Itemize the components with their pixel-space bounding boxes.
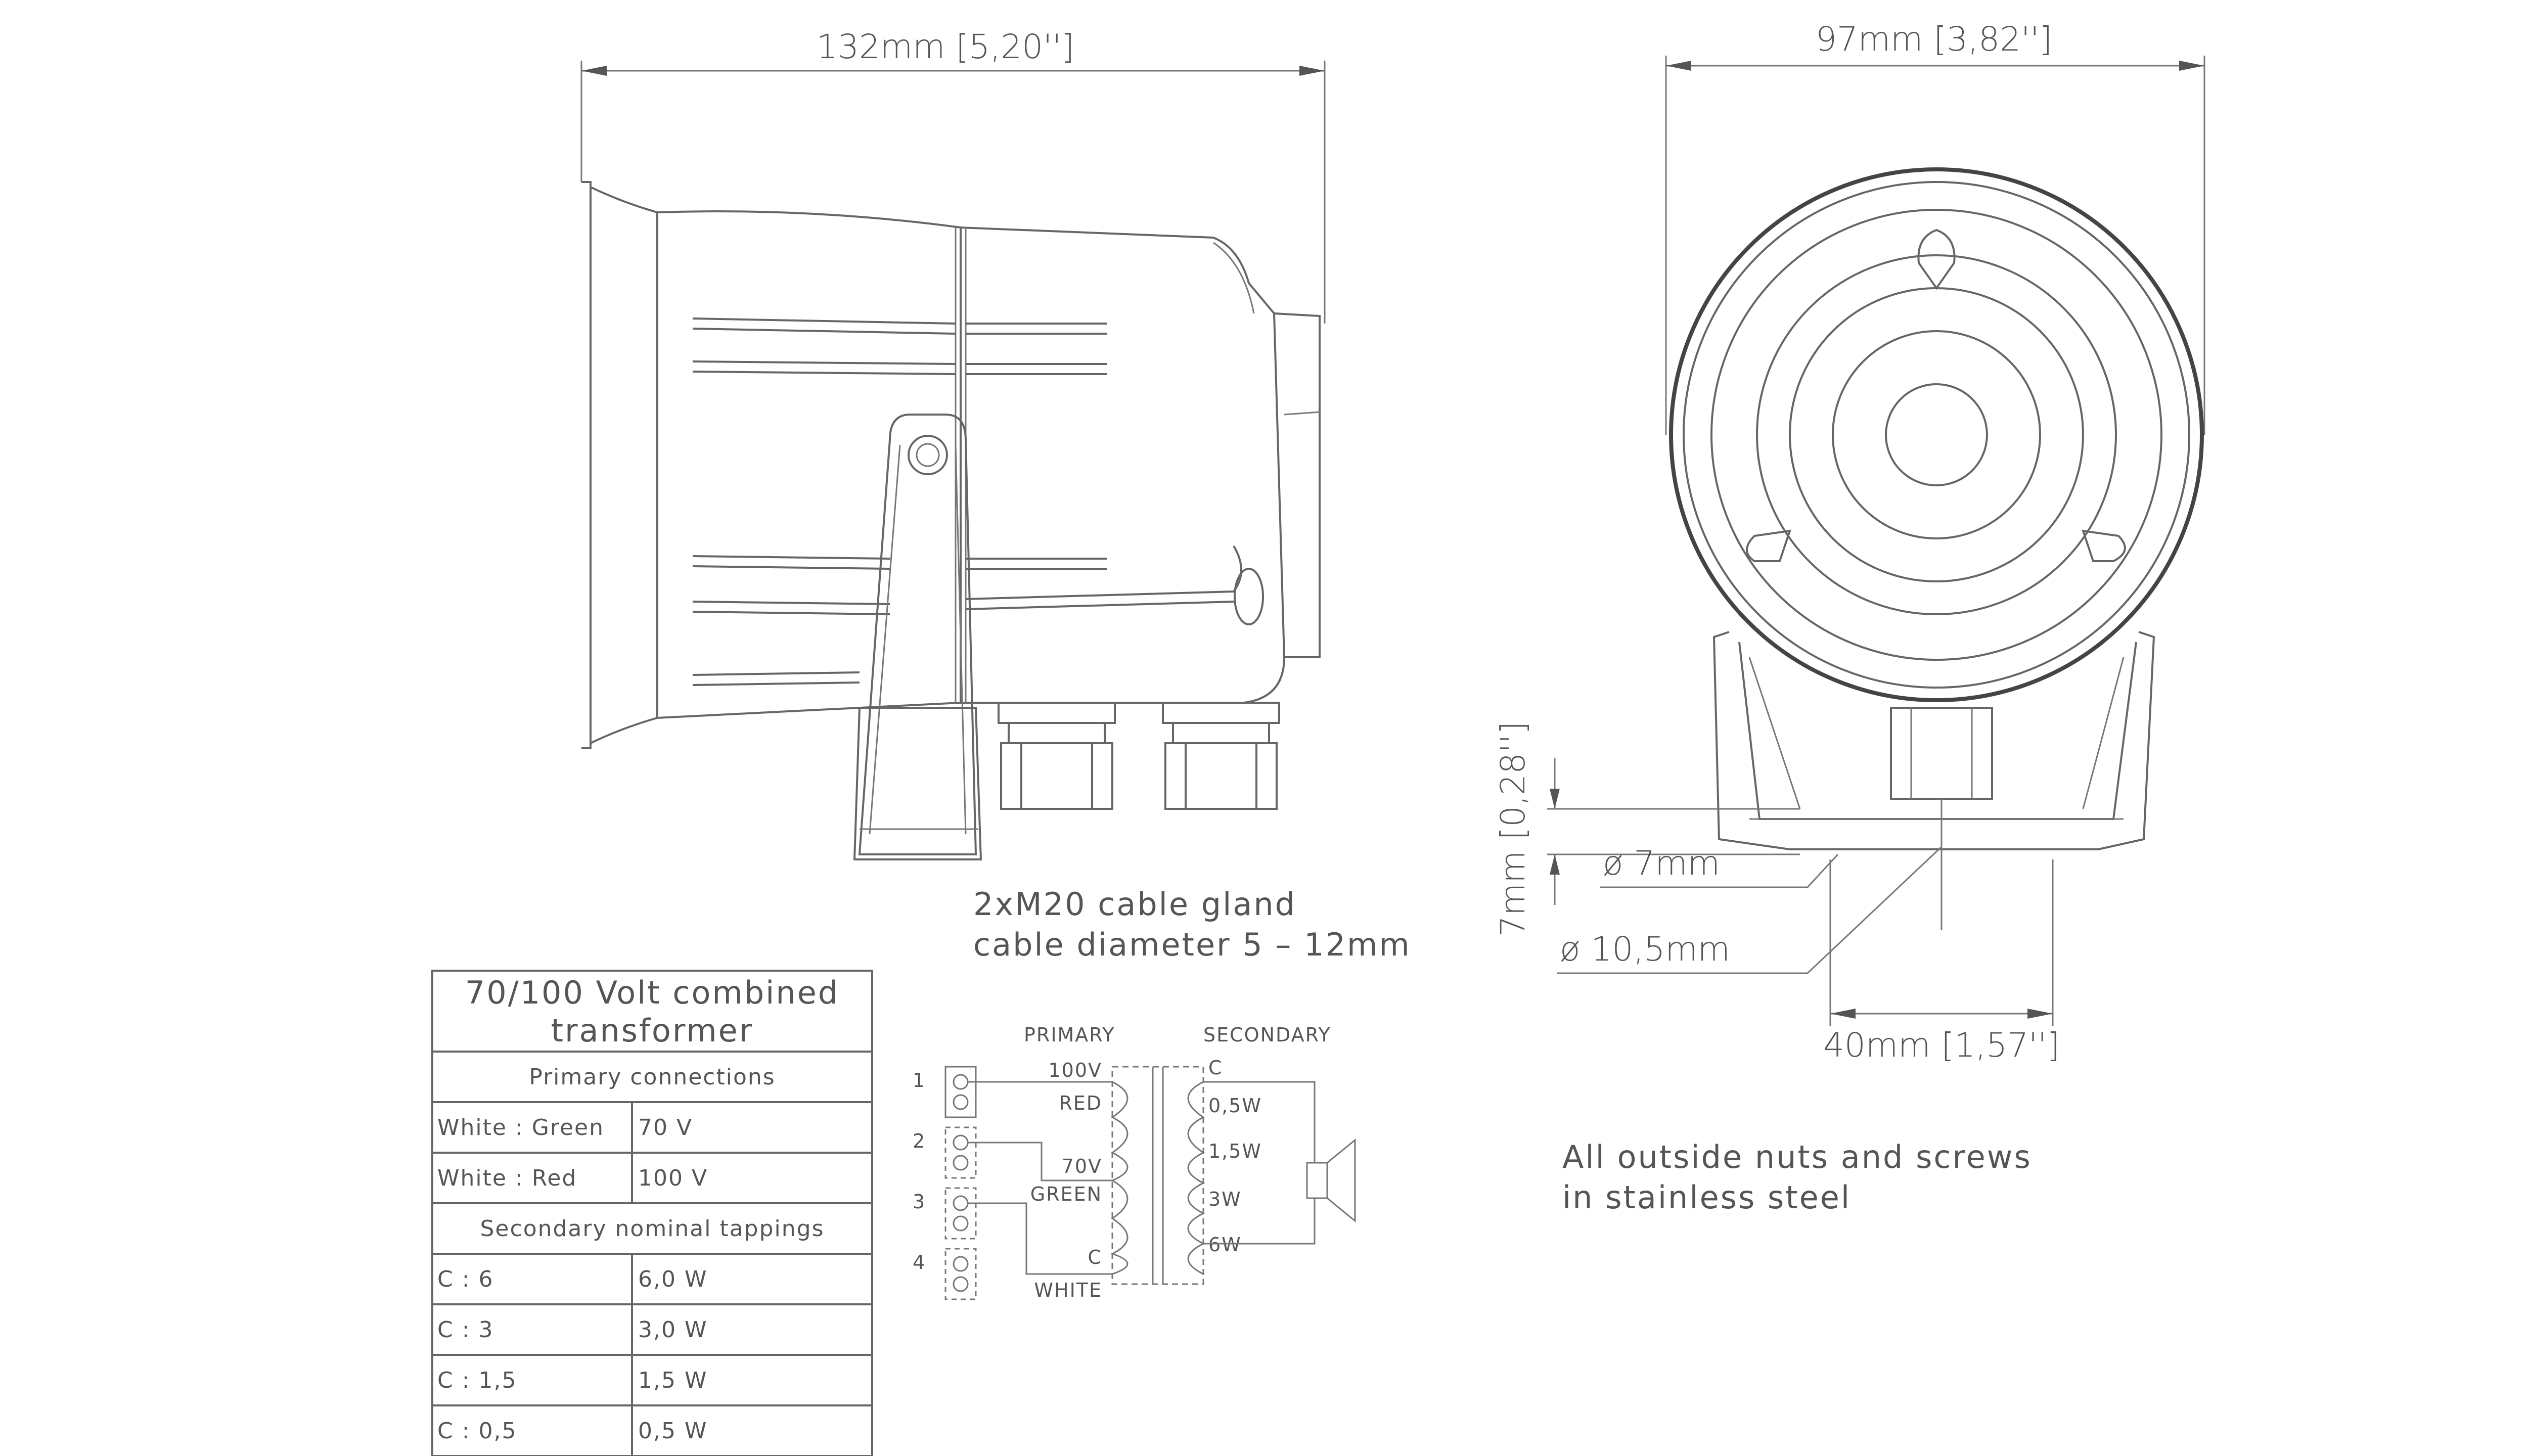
primary-row-key: White : Green: [437, 1115, 604, 1141]
front-width-dimension: 97mm [3,82'']: [1816, 20, 2052, 59]
primary-row-key: White : Red: [437, 1165, 577, 1191]
table-title-line2: transformer: [551, 1012, 754, 1049]
secondary-row-value: 6,0 W: [638, 1266, 707, 1292]
primary-connections-header: Primary connections: [529, 1064, 775, 1090]
secondary-tappings-header: Secondary nominal tappings: [480, 1216, 825, 1242]
side-width-dimension: 132mm [5,20'']: [817, 27, 1074, 66]
secondary-row-key: C : 3: [437, 1317, 494, 1343]
primary-row-value: 70 V: [638, 1115, 693, 1141]
base-width-dimension: 40mm [1,57'']: [1823, 1026, 2060, 1065]
tap-white: WHITE: [1034, 1279, 1102, 1301]
sec-tap-0-5w: 0,5W: [1208, 1095, 1262, 1117]
primary-label: PRIMARY: [1024, 1024, 1115, 1046]
secondary-row-value: 3,0 W: [638, 1317, 707, 1343]
terminal-3: 3: [913, 1191, 926, 1213]
secondary-row-value: 0,5 W: [638, 1418, 707, 1444]
terminal-2: 2: [913, 1130, 926, 1152]
terminal-1: 1: [913, 1069, 926, 1091]
small-hole-dimension: ø 7mm: [1603, 844, 1720, 883]
secondary-row-key: C : 0,5: [437, 1418, 517, 1444]
wiring-schematic: PRIMARY SECONDARY 1 2 3 4 100V RED: [913, 1024, 1356, 1301]
secondary-row-value: 1,5 W: [638, 1368, 707, 1393]
secondary-row-key: C : 6: [437, 1266, 494, 1292]
sec-tap-6w: 6W: [1208, 1234, 1242, 1256]
base-offset-dimension: 7mm [0,28'']: [1494, 721, 1532, 937]
tap-red: RED: [1059, 1092, 1102, 1114]
front-view: 97mm [3,82''] 7mm [0,28''] ø 7mm: [1494, 20, 2205, 1216]
sec-tap-1-5w: 1,5W: [1208, 1140, 1262, 1162]
tap-70v: 70V: [1062, 1155, 1102, 1177]
material-note-line1: All outside nuts and screws: [1562, 1139, 2032, 1175]
sec-tap-3w: 3W: [1208, 1188, 1242, 1210]
sec-tap-common: C: [1208, 1057, 1223, 1079]
tap-common: C: [1088, 1246, 1102, 1268]
table-title-line1: 70/100 Volt combined: [465, 974, 839, 1011]
tap-green: GREEN: [1030, 1183, 1102, 1205]
large-hole-dimension: ø 10,5mm: [1560, 930, 1730, 969]
transformer-table: 70/100 Volt combined transformer Primary…: [431, 970, 873, 1456]
speaker-icon: [1306, 1138, 1356, 1223]
terminal-4: 4: [913, 1251, 926, 1273]
tap-100v: 100V: [1048, 1059, 1102, 1081]
cable-gland-note-line1: 2xM20 cable gland: [973, 886, 1296, 923]
cable-gland-note-line2: cable diameter 5 – 12mm: [973, 926, 1411, 963]
secondary-row-key: C : 1,5: [437, 1368, 517, 1393]
secondary-label: SECONDARY: [1203, 1024, 1331, 1046]
material-note-line2: in stainless steel: [1562, 1179, 1851, 1216]
side-view: 132mm [5,20'']: [580, 27, 1411, 963]
primary-row-value: 100 V: [638, 1165, 708, 1191]
